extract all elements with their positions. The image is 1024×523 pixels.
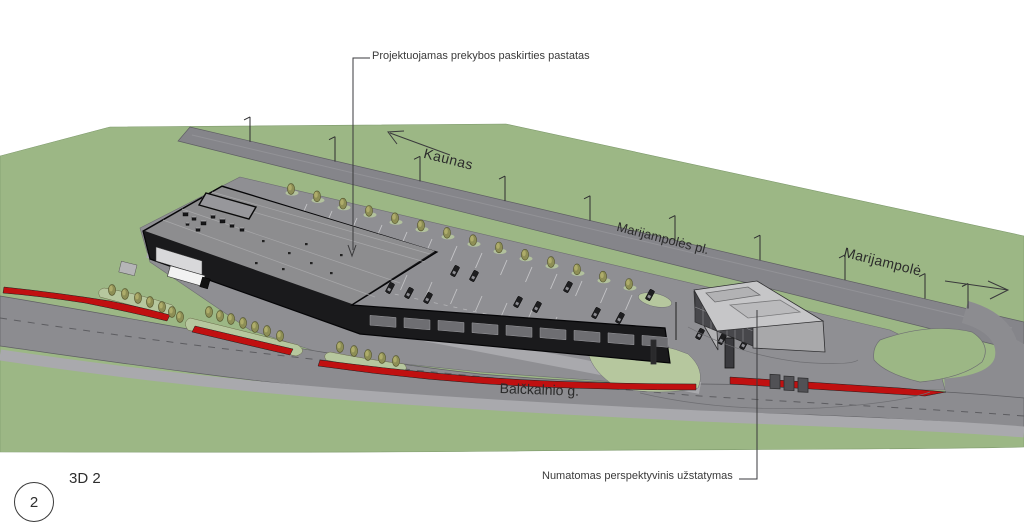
leader-arrowhead-down [347, 244, 357, 258]
street-sidewalk [0, 349, 1024, 438]
highway-lane-line [191, 134, 1013, 329]
roof-vents [255, 240, 343, 275]
delivery-truck [167, 265, 211, 290]
view-number: 2 [29, 493, 39, 511]
utility-box [118, 260, 138, 277]
bollard [650, 339, 657, 365]
future-building-window [797, 377, 809, 393]
leader-line-future [739, 310, 758, 480]
rooftop-hvac-units [182, 211, 245, 232]
annotation-future-development: Numatomas perspektyvinis užstatymas [542, 470, 733, 482]
kaunas-arrowhead [387, 130, 405, 145]
future-building-window [783, 375, 795, 392]
road-label-balckalnio: Balčkalnio g. [499, 380, 580, 399]
main-building [118, 185, 671, 364]
annotation-graphics [347, 57, 1010, 480]
roof-penthouse [197, 192, 258, 220]
parked-cars [385, 265, 749, 350]
storefront-windows [369, 315, 669, 348]
street-centerline [0, 317, 1024, 417]
street-lights [243, 116, 969, 309]
plaza-kerb [687, 326, 859, 364]
kaunas-arrow-shaft [389, 132, 451, 156]
sign-totem [724, 337, 735, 369]
trees [108, 183, 637, 367]
view-title: 3D 2 [69, 470, 101, 487]
annotation-proposed-building: Projektuojamas prekybos paskirties pasta… [372, 50, 590, 62]
plaza-kerb [639, 391, 931, 410]
highway-road [177, 126, 1024, 353]
leader-line-building [352, 57, 370, 250]
view-number-bubble: 2 [14, 482, 54, 522]
marijampole-arrow-shaft [944, 280, 1009, 291]
future-building [639, 280, 931, 410]
marijampole-arrowhead [987, 280, 1010, 300]
future-building-window [769, 373, 781, 390]
